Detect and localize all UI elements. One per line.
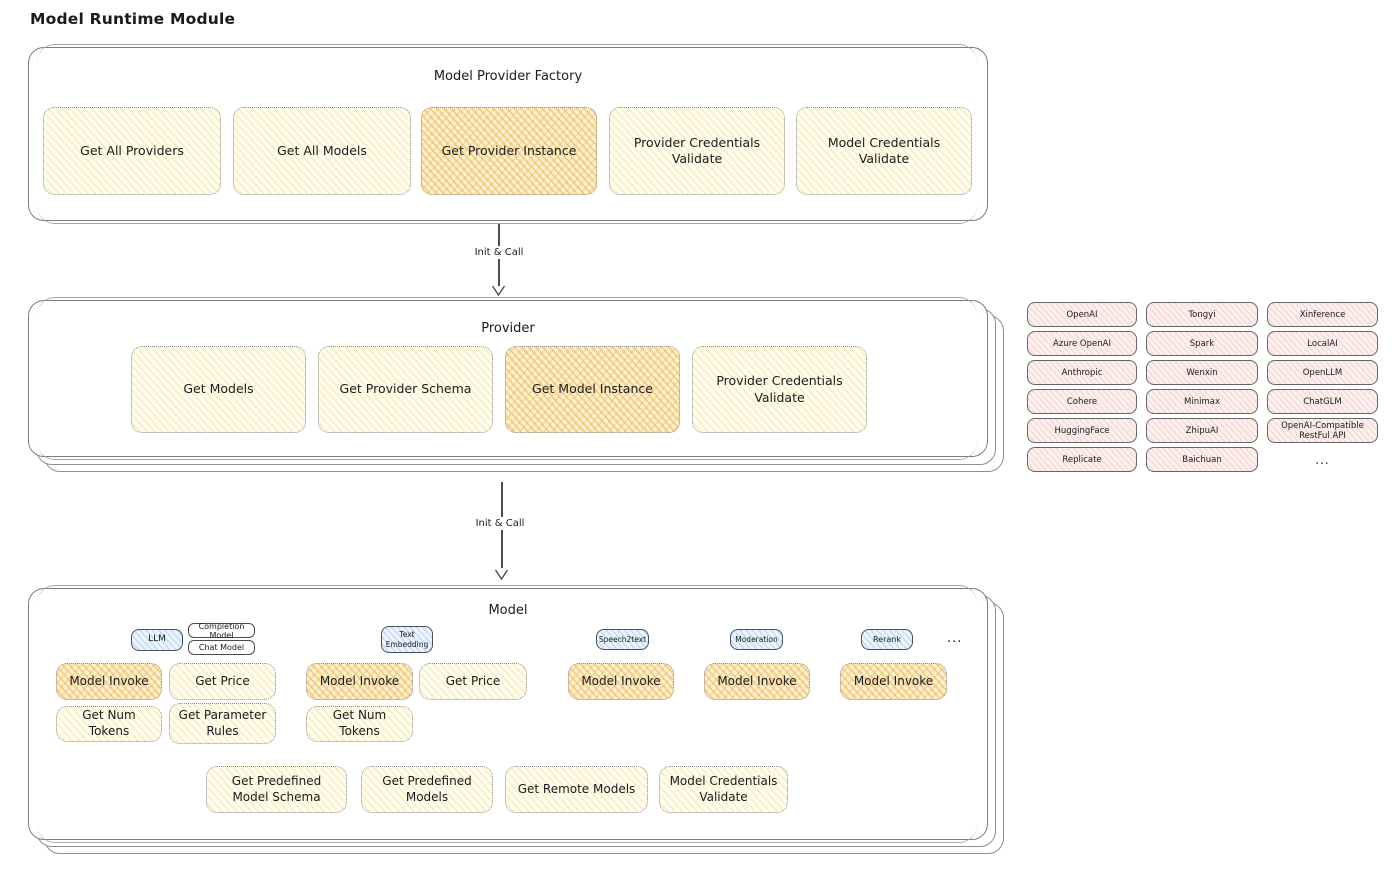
model-title: Model: [488, 603, 528, 618]
node-provider-credentials-validate: Provider Credentials Validate: [609, 107, 785, 195]
arrow-label-init-call-1: Init & Call: [470, 246, 528, 259]
provider-chip-huggingface: HuggingFace: [1027, 418, 1137, 443]
node-model-invoke-moderation: Model Invoke: [704, 663, 810, 700]
node-provider-credentials-validate-2: Provider Credentials Validate: [692, 346, 867, 433]
node-get-num-tokens-llm: Get Num Tokens: [56, 706, 162, 742]
provider-chip-minimax: Minimax: [1146, 389, 1258, 414]
factory-box: Model Provider Factory Get All Providers…: [28, 44, 988, 224]
node-get-provider-schema: Get Provider Schema: [318, 346, 493, 433]
node-model-invoke-embedding: Model Invoke: [306, 663, 413, 700]
provider-chip-zhipuai: ZhipuAI: [1146, 418, 1258, 443]
provider-chip-spark: Spark: [1146, 331, 1258, 356]
node-get-models: Get Models: [131, 346, 306, 433]
node-model-invoke-speech2text: Model Invoke: [568, 663, 674, 700]
node-get-price-llm: Get Price: [169, 663, 276, 700]
provider-box: Provider Get Models Get Provider Schema …: [28, 297, 988, 460]
arrow-label-init-call-2: Init & Call: [471, 517, 529, 530]
tag-rerank: Rerank: [861, 629, 913, 650]
tag-text-embedding: Text Embedding: [381, 626, 433, 653]
provider-title: Provider: [481, 321, 535, 336]
provider-chip-openai: OpenAI: [1027, 302, 1137, 327]
provider-chip-cohere: Cohere: [1027, 389, 1137, 414]
node-get-predefined-models: Get Predefined Models: [361, 766, 493, 813]
factory-title: Model Provider Factory: [433, 69, 583, 84]
tag-speech2text: Speech2text: [596, 629, 649, 650]
tag-llm: LLM: [131, 629, 183, 651]
provider-chip-chatglm: ChatGLM: [1267, 389, 1378, 414]
node-get-price-embedding: Get Price: [419, 663, 527, 700]
node-get-predefined-model-schema: Get Predefined Model Schema: [206, 766, 347, 813]
node-get-all-providers: Get All Providers: [43, 107, 221, 195]
provider-chip-tongyi: Tongyi: [1146, 302, 1258, 327]
provider-chip-anthropic: Anthropic: [1027, 360, 1137, 385]
node-model-credentials-validate: Model Credentials Validate: [796, 107, 972, 195]
node-get-provider-instance: Get Provider Instance: [421, 107, 597, 195]
provider-chip-openllm: OpenLLM: [1267, 360, 1378, 385]
tag-chat-model: Chat Model: [188, 640, 255, 655]
page-title: Model Runtime Module: [30, 10, 236, 28]
provider-chip-wenxin: Wenxin: [1146, 360, 1258, 385]
provider-chip-localai: LocalAI: [1267, 331, 1378, 356]
provider-chip-azure-openai: Azure OpenAI: [1027, 331, 1137, 356]
provider-list-more: ...: [1315, 452, 1330, 467]
provider-chip-replicate: Replicate: [1027, 447, 1137, 472]
tag-completion-model: Completion Model: [188, 622, 255, 640]
node-get-num-tokens-embedding: Get Num Tokens: [306, 706, 413, 742]
tag-moderation: Moderation: [730, 629, 783, 650]
provider-chip-baichuan: Baichuan: [1146, 447, 1258, 472]
node-model-invoke-rerank: Model Invoke: [840, 663, 947, 700]
node-get-all-models: Get All Models: [233, 107, 411, 195]
arrow-down-icon: [494, 565, 509, 584]
node-get-model-instance: Get Model Instance: [505, 346, 680, 433]
provider-list: OpenAI Tongyi Xinference Azure OpenAI Sp…: [1027, 302, 1378, 472]
node-model-invoke-llm: Model Invoke: [56, 663, 162, 700]
provider-chip-xinference: Xinference: [1267, 302, 1378, 327]
model-box: Model LLM Completion Model Chat Model Te…: [28, 585, 988, 843]
node-get-parameter-rules: Get Parameter Rules: [169, 703, 276, 744]
model-types-more: ...: [947, 631, 963, 646]
node-model-credentials-validate-2: Model Credentials Validate: [659, 766, 788, 813]
node-get-remote-models: Get Remote Models: [505, 766, 648, 813]
arrow-down-icon: [491, 281, 506, 300]
provider-chip-openai-compatible: OpenAI-Compatible RestFul API: [1267, 418, 1378, 443]
